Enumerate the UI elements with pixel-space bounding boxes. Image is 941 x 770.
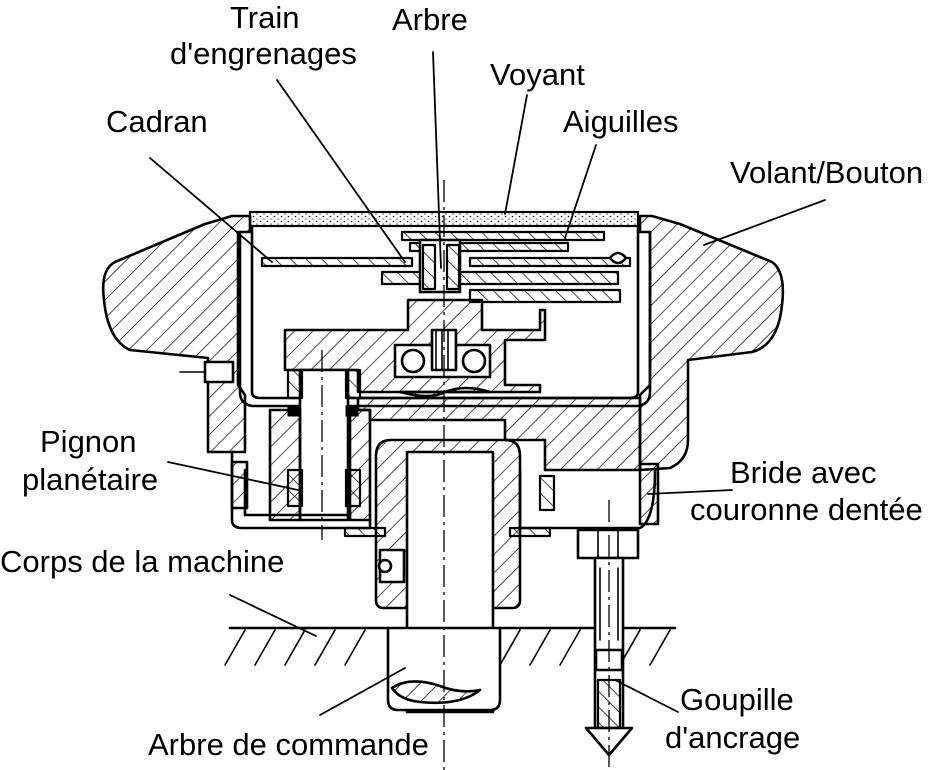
leader-lines xyxy=(149,51,826,716)
label-arbre-commande: Arbre de commande xyxy=(148,727,429,762)
planetary-pinion xyxy=(268,368,372,522)
anchor-pin xyxy=(576,528,640,757)
label-train-line2: d'engrenages xyxy=(170,36,357,71)
label-pignon-line2: planétaire xyxy=(22,462,158,497)
label-goupille-line1: Goupille xyxy=(680,682,794,717)
label-bride-line2: couronne dentée xyxy=(690,492,923,527)
label-bride-line1: Bride avec xyxy=(730,455,876,490)
handwheel-knob xyxy=(101,214,785,472)
needles xyxy=(400,230,606,253)
label-goupille-line2: d'ancrage xyxy=(665,720,800,755)
dial-plate xyxy=(260,256,632,268)
label-volant: Volant/Bouton xyxy=(730,155,923,190)
labels: Train d'engrenages Arbre Voyant Aiguille… xyxy=(0,0,923,762)
drive-shaft xyxy=(343,438,552,714)
label-train-line1: Train xyxy=(230,0,299,35)
label-voyant: Voyant xyxy=(490,57,585,92)
label-arbre: Arbre xyxy=(392,2,468,37)
set-screw xyxy=(179,360,235,384)
label-cadran: Cadran xyxy=(106,104,208,139)
label-pignon-line1: Pignon xyxy=(40,424,137,459)
label-aiguilles: Aiguilles xyxy=(563,104,678,139)
label-corps: Corps de la machine xyxy=(0,544,284,579)
gear-train xyxy=(380,238,628,304)
